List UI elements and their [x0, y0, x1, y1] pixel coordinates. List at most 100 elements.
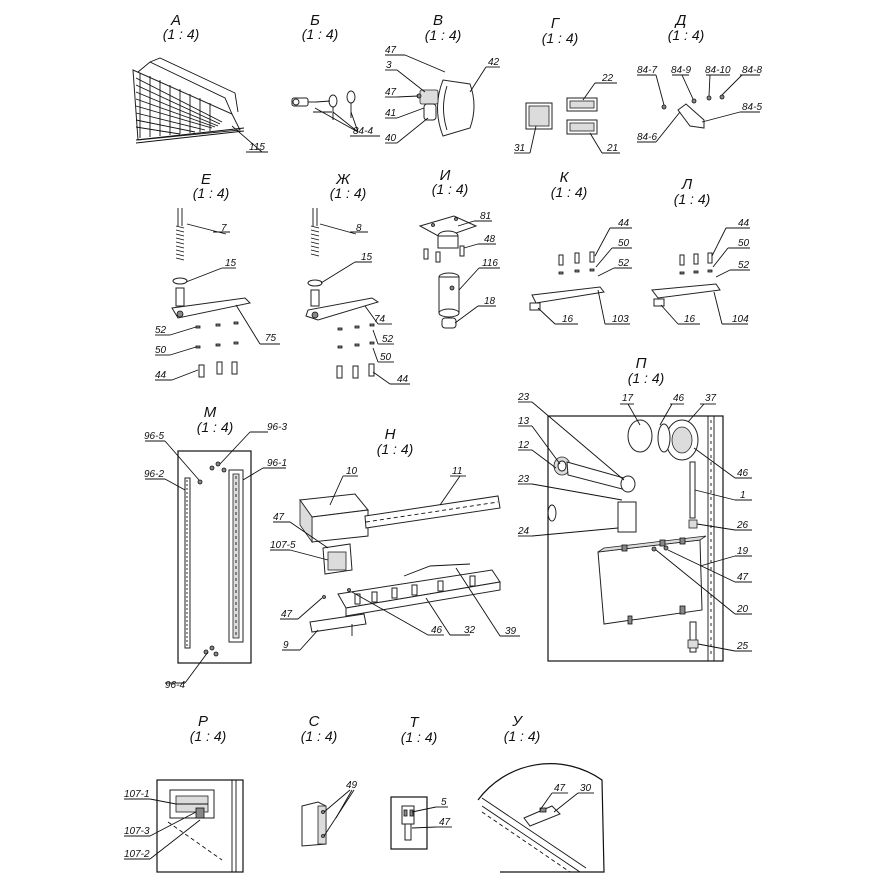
callout-label: 107-3: [124, 826, 150, 837]
callout-label: 7: [221, 223, 227, 234]
view-scale-i: (1 : 4): [431, 181, 469, 197]
view-scale-s: (1 : 4): [300, 728, 338, 744]
view-n: 10 11 47 107-5 47 9 46 32 39: [270, 466, 520, 651]
callout-label: 96-4: [165, 680, 185, 691]
view-m: 96-5 96-3 96-2 96-1 96-4: [144, 422, 287, 691]
view-b: 84-4: [291, 90, 380, 137]
callout-label: 47: [439, 817, 451, 828]
callout-label: 52: [618, 258, 630, 269]
callout-label: 23: [517, 392, 530, 403]
callout-label: 81: [480, 211, 491, 222]
callout-label: 47: [385, 45, 397, 56]
callout-label: 103: [612, 314, 629, 325]
callout-label: 44: [738, 218, 750, 229]
callout-label: 107-5: [270, 540, 296, 551]
view-scale-l: (1 : 4): [673, 191, 711, 207]
callout-label: 44: [155, 370, 167, 381]
view-title-v: В: [432, 12, 443, 29]
view-g: 22 31 21: [514, 73, 620, 154]
view-title-zh: Ж: [336, 171, 350, 188]
view-l: 44 50 52 16 104: [651, 218, 750, 325]
view-e: 7 15 75 52 50 44: [155, 208, 280, 381]
callout-label: 50: [380, 352, 392, 363]
callout-label: 40: [385, 133, 397, 144]
callout-label: 23: [517, 474, 530, 485]
callout-label: 16: [684, 314, 696, 325]
callout-label: 96-1: [267, 458, 287, 469]
view-d: 84-7 84-9 84-10 84-8 84-5 84-6: [637, 65, 762, 143]
view-v: 47 42 3 47 41 40: [385, 45, 500, 144]
callout-label: 10: [346, 466, 358, 477]
view-title-g: Г: [550, 15, 560, 32]
callout-label: 20: [736, 604, 749, 615]
callout-label: 116: [482, 258, 498, 269]
callout-label: 84-8: [742, 65, 762, 76]
view-title-d: Д: [675, 12, 687, 29]
callout-label: 42: [488, 57, 500, 68]
view-title-r: Р: [197, 713, 208, 730]
view-i: 81 48 116 18: [418, 211, 500, 329]
callout-label: 26: [736, 520, 749, 531]
callout-label: 84-7: [637, 65, 657, 76]
view-scale-t: (1 : 4): [400, 729, 438, 745]
view-s: 49: [301, 780, 358, 847]
callout-label: 5: [441, 797, 447, 808]
view-title-m: М: [203, 404, 217, 421]
callout-label: 9: [283, 640, 289, 651]
callout-label: 107-1: [124, 789, 150, 800]
view-scale-k: (1 : 4): [550, 184, 588, 200]
callout-label: 30: [580, 783, 592, 794]
callout-label: 22: [601, 73, 614, 84]
callout-label: 46: [737, 468, 749, 479]
callout-label: 84-10: [705, 65, 731, 76]
callout-label: 8: [356, 223, 362, 234]
callout-label: 32: [464, 625, 476, 636]
callout-label: 96-2: [144, 469, 164, 480]
view-scale-a: (1 : 4): [162, 26, 200, 42]
view-scale-g: (1 : 4): [541, 30, 579, 46]
callout-label: 24: [517, 526, 530, 537]
callout-label: 107-2: [124, 849, 150, 860]
callout-label: 19: [737, 546, 749, 557]
callout-label: 41: [385, 108, 396, 119]
view-title-i: И: [439, 167, 451, 184]
callout-label: 96-5: [144, 431, 164, 442]
callout-label: 18: [484, 296, 496, 307]
callout-label: 74: [374, 314, 386, 325]
view-scale-u: (1 : 4): [503, 728, 541, 744]
view-title-t: Т: [409, 714, 419, 731]
callout-label: 115: [249, 142, 265, 153]
view-scale-r: (1 : 4): [189, 728, 227, 744]
callout-label: 47: [554, 783, 566, 794]
view-title-l: Л: [681, 176, 693, 193]
view-scale-v: (1 : 4): [424, 27, 462, 43]
callout-label: 50: [618, 238, 630, 249]
callout-label: 49: [346, 780, 358, 791]
callout-label: 52: [738, 260, 750, 271]
callout-label: 47: [385, 87, 397, 98]
callout-label: 84-6: [637, 132, 657, 143]
callout-label: 15: [225, 258, 237, 269]
view-title-p: П: [635, 355, 647, 372]
view-scale-e: (1 : 4): [192, 185, 230, 201]
callout-label: 50: [738, 238, 750, 249]
view-t: 5 47: [390, 796, 452, 850]
callout-label: 25: [736, 641, 749, 652]
callout-label: 39: [505, 626, 517, 637]
callout-label: 3: [386, 60, 392, 71]
view-title-s: С: [308, 713, 320, 730]
callout-label: 31: [514, 143, 525, 154]
view-title-a: А: [170, 12, 181, 29]
callout-label: 84-5: [742, 102, 762, 113]
callout-label: 52: [155, 325, 167, 336]
callout-label: 15: [361, 252, 373, 263]
callout-label: 47: [273, 512, 285, 523]
callout-label: 47: [737, 572, 749, 583]
callout-label: 52: [382, 334, 394, 345]
callout-label: 12: [518, 440, 530, 451]
view-scale-n: (1 : 4): [376, 441, 414, 457]
callout-label: 104: [732, 314, 749, 325]
callout-label: 46: [431, 625, 443, 636]
callout-label: 13: [518, 416, 530, 427]
